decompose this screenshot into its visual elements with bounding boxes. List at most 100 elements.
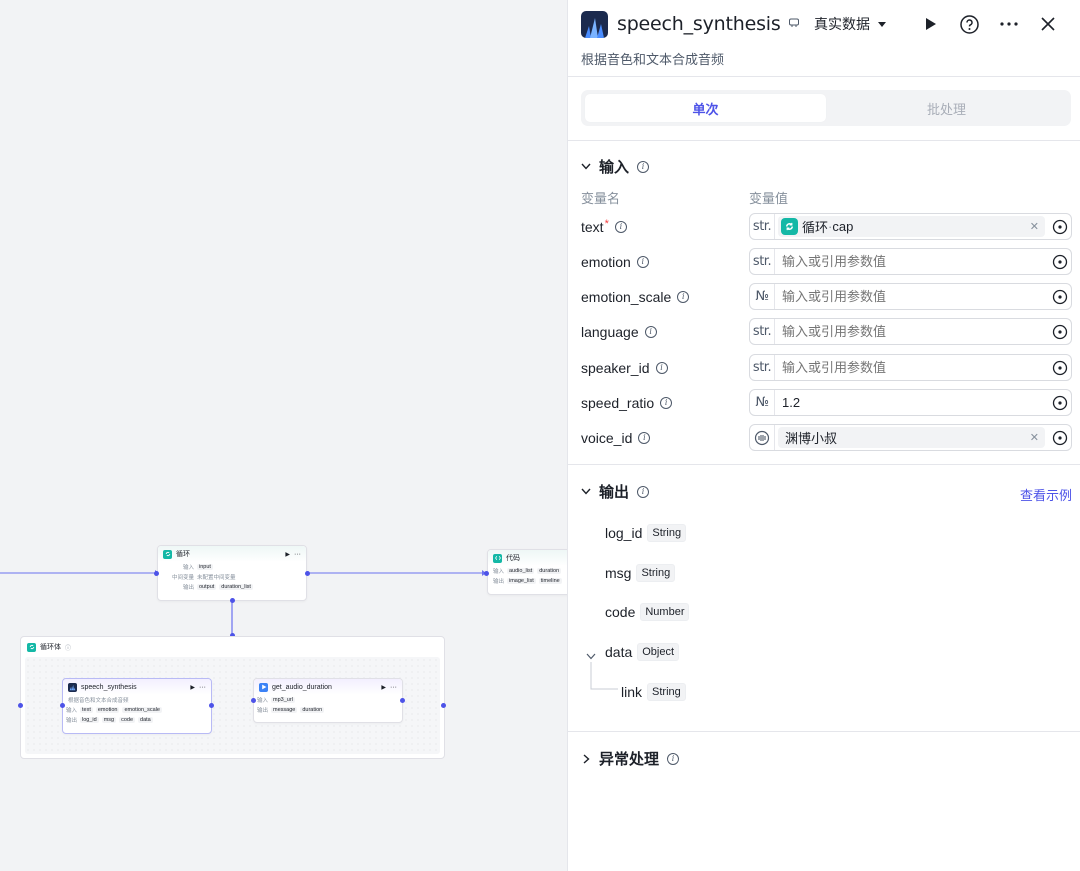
port[interactable] bbox=[230, 598, 235, 603]
data-mode-dropdown[interactable]: 真实数据 bbox=[814, 14, 887, 34]
divider bbox=[568, 140, 1080, 141]
port[interactable] bbox=[441, 703, 446, 708]
loop-icon bbox=[163, 549, 172, 559]
view-example-link[interactable]: 查看示例 bbox=[1019, 488, 1072, 503]
more-icon[interactable]: ··· bbox=[294, 550, 301, 558]
panel-header: speech_synthesis 真实数据 bbox=[581, 9, 1067, 39]
port[interactable] bbox=[230, 633, 235, 638]
variable-ref-button[interactable] bbox=[1049, 284, 1071, 309]
output-row-log-id: log_id String bbox=[605, 524, 687, 542]
variable-ref-button[interactable] bbox=[1049, 249, 1071, 274]
target-icon bbox=[1052, 219, 1068, 234]
text-value-field[interactable]: str. 循环 · cap ✕ bbox=[749, 213, 1072, 240]
input-section-header[interactable]: 输入 i bbox=[581, 156, 650, 177]
error-section-title: 异常处理 bbox=[599, 751, 660, 768]
emotion-scale-input[interactable] bbox=[775, 284, 1049, 309]
audio-node-title: get_audio_duration bbox=[272, 683, 332, 691]
loop-mid-text: 未配置中间变量 bbox=[197, 575, 236, 581]
label: 输出 bbox=[65, 718, 77, 724]
chevron-down-icon bbox=[581, 162, 591, 172]
output-section-header[interactable]: 输出 i bbox=[581, 481, 650, 502]
play-icon bbox=[925, 18, 936, 30]
info-icon: i bbox=[614, 220, 627, 233]
loop-body-title: 循环体 bbox=[40, 644, 61, 651]
voice-id-value-field[interactable]: 渊博小叔 ✕ bbox=[749, 424, 1072, 451]
variable-ref-button[interactable] bbox=[1049, 355, 1071, 380]
run-icon[interactable]: ▶ bbox=[381, 684, 386, 691]
info-icon: i bbox=[655, 361, 668, 374]
audio-in-tag: mp3_url bbox=[271, 697, 295, 703]
node-test-panel: speech_synthesis 真实数据 根据音色和文本合成音频 bbox=[567, 0, 1080, 871]
variable-ref-button[interactable] bbox=[1049, 425, 1071, 450]
emotion-input[interactable] bbox=[775, 249, 1049, 274]
output-row-code: code Number bbox=[605, 603, 690, 621]
info-icon: i bbox=[667, 752, 680, 765]
emotion-scale-value-field: № bbox=[749, 283, 1072, 310]
output-type: String bbox=[647, 524, 687, 542]
port[interactable] bbox=[154, 571, 159, 576]
more-icon[interactable]: ··· bbox=[199, 683, 206, 691]
run-button[interactable] bbox=[911, 17, 950, 31]
close-button[interactable] bbox=[1028, 17, 1067, 31]
chevron-down-icon[interactable] bbox=[586, 647, 596, 665]
clear-icon[interactable]: ✕ bbox=[1029, 221, 1039, 233]
more-icon bbox=[999, 22, 1018, 26]
variable-ref-button[interactable] bbox=[1049, 319, 1071, 344]
run-icon[interactable]: ▶ bbox=[190, 684, 195, 691]
divider bbox=[568, 731, 1080, 732]
speech-in-tag: emotion_scale bbox=[122, 707, 162, 713]
speed-ratio-input[interactable] bbox=[775, 390, 1049, 415]
more-button[interactable] bbox=[989, 22, 1028, 26]
var-name: emotion_scale bbox=[581, 288, 672, 305]
output-type: Object bbox=[637, 643, 680, 661]
speech-node-header: speech_synthesis ▶ ··· bbox=[63, 679, 211, 695]
port[interactable] bbox=[400, 698, 405, 703]
port[interactable] bbox=[484, 571, 489, 576]
code-in-tag: audio_list bbox=[507, 568, 535, 574]
output-type: Number bbox=[640, 603, 690, 621]
target-icon bbox=[1052, 289, 1068, 304]
port[interactable] bbox=[60, 703, 65, 708]
data-mode-label: 真实数据 bbox=[814, 16, 870, 32]
clear-icon[interactable]: ✕ bbox=[1029, 432, 1039, 444]
label: 输入 bbox=[182, 565, 194, 571]
output-name: msg bbox=[605, 565, 632, 581]
error-section-header[interactable]: 异常处理 i bbox=[581, 748, 680, 769]
info-icon: ⓘ bbox=[65, 645, 72, 652]
variable-ref-button[interactable] bbox=[1049, 390, 1071, 415]
type-str: str. bbox=[750, 355, 775, 380]
info-icon: i bbox=[638, 431, 651, 444]
text-ref-chip[interactable]: 循环 · cap ✕ bbox=[778, 216, 1045, 237]
loop-body-header: 循环体 ⓘ bbox=[27, 642, 71, 652]
speaker-id-input[interactable] bbox=[775, 355, 1049, 380]
run-icon[interactable]: ▶ bbox=[285, 551, 290, 558]
speaker-id-value-field: str. bbox=[749, 354, 1072, 381]
language-input[interactable] bbox=[775, 319, 1049, 344]
target-icon bbox=[1052, 254, 1068, 269]
type-number: № bbox=[750, 390, 775, 415]
ref-source: 循环 bbox=[802, 220, 829, 235]
port[interactable] bbox=[18, 703, 23, 708]
var-name: text bbox=[581, 218, 604, 235]
speech-logo-icon bbox=[68, 682, 77, 692]
port[interactable] bbox=[251, 698, 256, 703]
more-icon[interactable]: ··· bbox=[390, 683, 397, 691]
language-value-field: str. bbox=[749, 318, 1072, 345]
input-section-title: 输入 bbox=[599, 159, 630, 176]
voice-chip[interactable]: 渊博小叔 ✕ bbox=[778, 427, 1045, 448]
variable-ref-button[interactable] bbox=[1049, 214, 1071, 239]
port[interactable] bbox=[209, 703, 214, 708]
label: 输入 bbox=[492, 569, 504, 575]
tab-batch[interactable]: 批处理 bbox=[926, 101, 966, 117]
port[interactable] bbox=[305, 571, 310, 576]
tab-single[interactable]: 单次 bbox=[585, 94, 826, 122]
help-button[interactable] bbox=[950, 14, 989, 34]
output-name: link bbox=[621, 684, 643, 700]
loop-in-tag: input bbox=[197, 564, 213, 570]
